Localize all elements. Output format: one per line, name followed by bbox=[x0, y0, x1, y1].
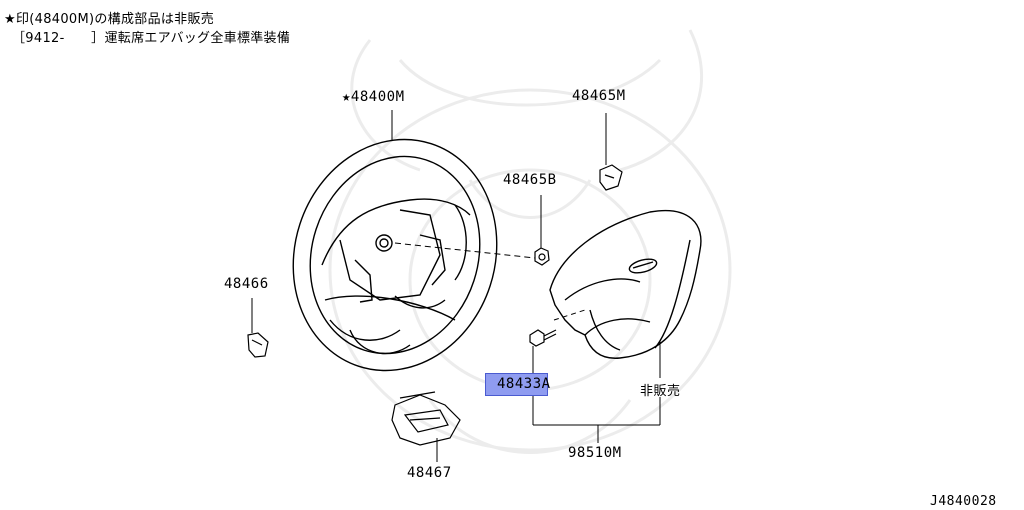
cover-48467 bbox=[391, 391, 461, 446]
screw-48433A bbox=[529, 329, 557, 347]
note-airbag-standard: ［9412- ］運転席エアバッグ全車標準装備 bbox=[12, 31, 291, 46]
label-non-sale: 非販売 bbox=[640, 384, 681, 399]
label-48465B[interactable]: 48465B bbox=[503, 172, 557, 188]
label-48433A[interactable]: 48433A bbox=[497, 376, 551, 392]
cover-48466 bbox=[247, 332, 269, 358]
label-98510M[interactable]: 98510M bbox=[568, 445, 622, 461]
note-non-sale: ★印(48400M)の構成部品は非販売 bbox=[4, 12, 215, 27]
nut-48465B bbox=[534, 247, 550, 266]
diagram-id: J4840028 bbox=[930, 494, 997, 509]
label-48467[interactable]: 48467 bbox=[407, 465, 452, 481]
airbag-module-98510M bbox=[549, 209, 702, 359]
clip-48465M bbox=[599, 164, 623, 191]
label-48466[interactable]: 48466 bbox=[224, 276, 269, 292]
highlight-box bbox=[485, 373, 548, 396]
steering-wheel-48400M bbox=[292, 138, 498, 372]
label-48400M[interactable]: ★48400M bbox=[342, 89, 405, 105]
label-48465M[interactable]: 48465M bbox=[572, 88, 626, 104]
